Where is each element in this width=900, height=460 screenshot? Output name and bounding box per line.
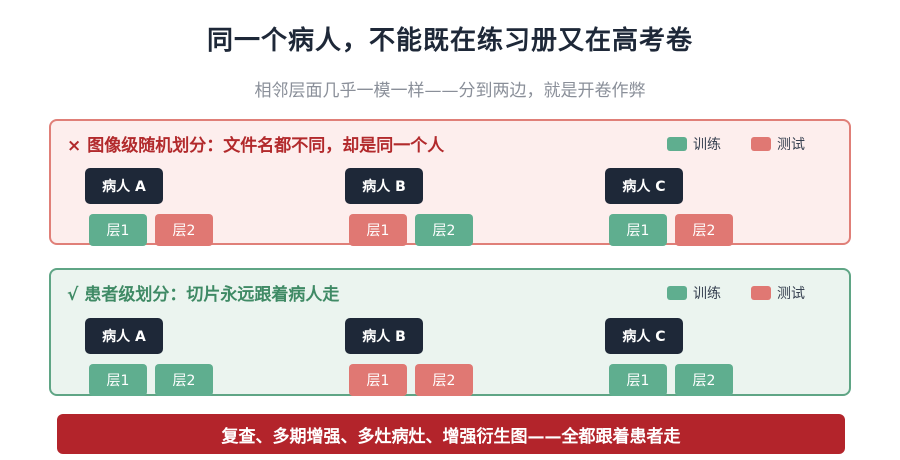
legend-label: 测试 (777, 137, 805, 153)
legend-label: 测试 (777, 286, 805, 302)
cross-mark-icon: × (67, 136, 82, 156)
patient-box: 病人 A (85, 318, 163, 354)
legend-item-test: 测试 (751, 134, 805, 154)
layer-chip: 层1 (89, 214, 147, 246)
legend-swatch-train (667, 286, 687, 300)
layer-chip: 层1 (89, 364, 147, 396)
patient-box: 病人 A (85, 168, 163, 204)
legend-swatch-test (751, 137, 771, 151)
legend: 训练 测试 (637, 283, 805, 303)
check-mark-icon: √ (67, 285, 79, 305)
patient-box: 病人 C (605, 318, 683, 354)
layer-chip: 层1 (349, 214, 407, 246)
image-level-split-panel: ×图像级随机划分：文件名都不同，却是同一个人 训练 测试 病人 A 层1 层2 … (49, 119, 851, 246)
panel-heading-text: 患者级划分：切片永远跟着病人走 (84, 285, 340, 305)
legend-item-train: 训练 (667, 134, 721, 154)
patient-box: 病人 B (345, 168, 423, 204)
layer-chip: 层1 (609, 214, 667, 246)
layer-chip: 层2 (415, 214, 473, 246)
layer-chip: 层2 (675, 214, 733, 246)
legend-item-train: 训练 (667, 283, 721, 303)
legend-swatch-train (667, 137, 687, 151)
panel-heading: ×图像级随机划分：文件名都不同，却是同一个人 (67, 131, 444, 156)
page-subtitle: 相邻层面几乎一模一样——分到两边，就是开卷作弊 (254, 81, 646, 101)
bottom-banner: 复查、多期增强、多灶病灶、增强衍生图——全都跟着患者走 (57, 414, 845, 454)
legend: 训练 测试 (637, 134, 805, 154)
panel-heading: √患者级划分：切片永远跟着病人走 (67, 280, 339, 305)
layer-chip: 层2 (675, 364, 733, 396)
panel-heading-text: 图像级随机划分：文件名都不同，却是同一个人 (87, 136, 445, 156)
legend-swatch-test (751, 286, 771, 300)
legend-label: 训练 (693, 137, 721, 153)
layer-chip: 层1 (349, 364, 407, 396)
layer-chip: 层1 (609, 364, 667, 396)
patient-box: 病人 B (345, 318, 423, 354)
patient-level-split-panel: √患者级划分：切片永远跟着病人走 训练 测试 病人 A 层1 层2 病人 B 层… (49, 268, 851, 396)
layer-chip: 层2 (155, 364, 213, 396)
patient-box: 病人 C (605, 168, 683, 204)
legend-item-test: 测试 (751, 283, 805, 303)
layer-chip: 层2 (155, 214, 213, 246)
page-title: 同一个病人，不能既在练习册又在高考卷 (206, 26, 693, 56)
legend-label: 训练 (693, 286, 721, 302)
layer-chip: 层2 (415, 364, 473, 396)
